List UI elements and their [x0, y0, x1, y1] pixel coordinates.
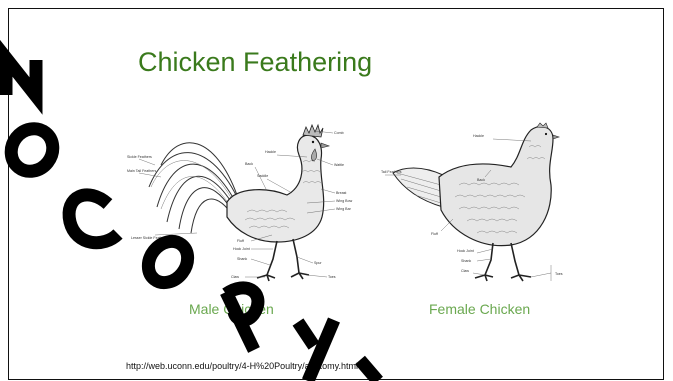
- watermark-overlay: [0, 0, 673, 381]
